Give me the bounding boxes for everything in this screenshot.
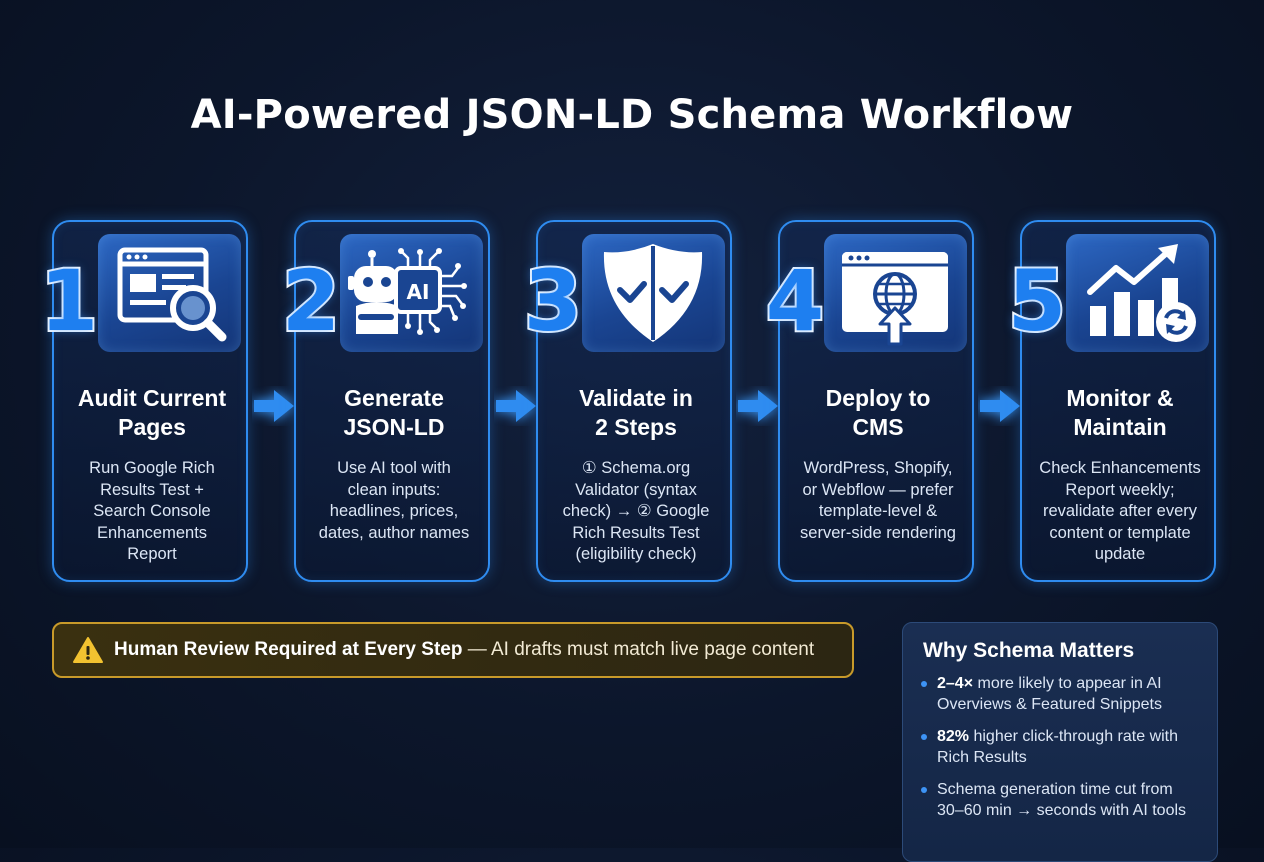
step-number-4: 4 <box>764 252 826 350</box>
why-schema-panel: Why Schema Matters 2–4× more likely to a… <box>902 622 1218 862</box>
arrow-right-icon <box>738 390 778 422</box>
step-number-3: 3 <box>522 252 584 350</box>
step-icon-box-2: AI <box>340 234 483 352</box>
page-title: AI-Powered JSON-LD Schema Workflow <box>190 92 1074 138</box>
ai-robot-chip-icon: AI <box>348 248 467 335</box>
browser-globe-upload-icon <box>842 252 948 346</box>
browser-magnifier-icon <box>117 247 227 342</box>
shield-check-icon <box>603 244 703 342</box>
step-number-1: 1 <box>38 252 100 350</box>
warning-triangle-icon <box>73 637 103 663</box>
arrow-right-icon <box>980 390 1020 422</box>
growth-chart-refresh-icon <box>1087 244 1196 342</box>
arrow-right-icon <box>496 390 536 422</box>
step-title-5: Monitor &Maintain <box>1066 385 1174 440</box>
banner-text: Human Review Required at Every Step — AI… <box>114 639 815 660</box>
step-icon-box-3 <box>582 234 725 352</box>
step-number-2: 2 <box>280 252 342 350</box>
step-icon-box-4 <box>824 234 967 352</box>
step-icon-box-5 <box>1066 234 1209 352</box>
bullet-icon <box>921 681 927 687</box>
panel-title: Why Schema Matters <box>923 639 1135 662</box>
bullet-icon <box>921 787 927 793</box>
human-review-banner: Human Review Required at Every Step — AI… <box>52 622 854 678</box>
step-icon-box-1 <box>98 234 241 352</box>
step-number-5: 5 <box>1006 252 1068 350</box>
ai-chip-label: AI <box>407 280 430 304</box>
bullet-icon <box>921 734 927 740</box>
arrow-right-icon <box>254 390 294 422</box>
